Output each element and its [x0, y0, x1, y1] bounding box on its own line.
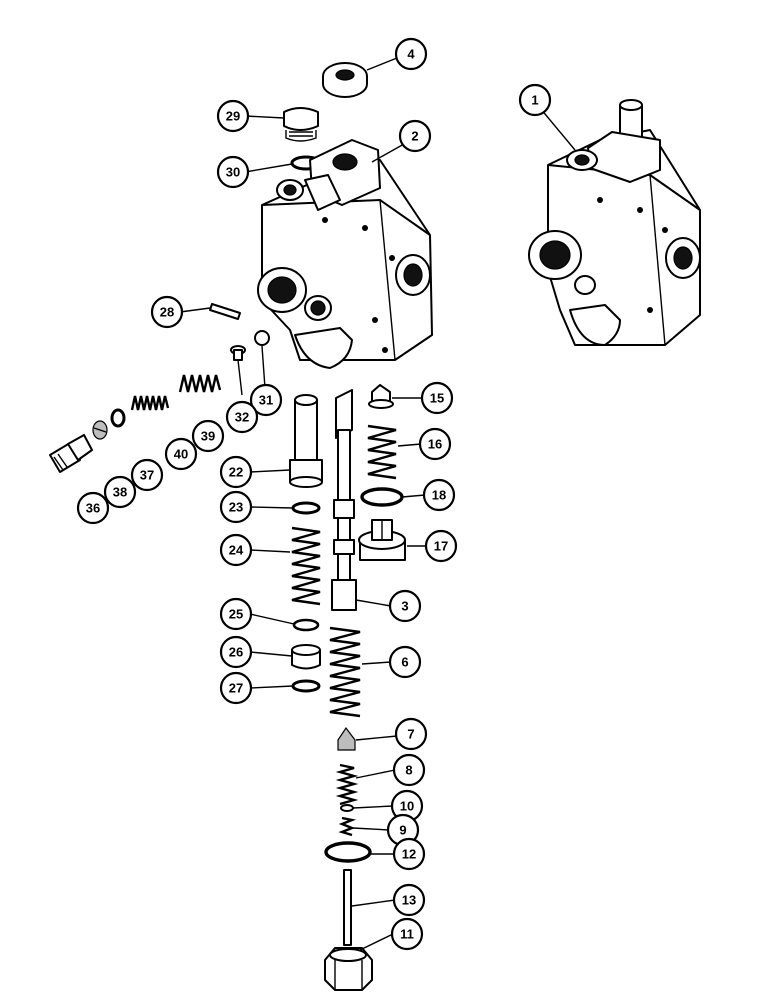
- part-spring-39: [178, 374, 222, 393]
- part-valve-body: [257, 139, 433, 369]
- callout-8: 8: [392, 753, 426, 787]
- part-poppet-15: [368, 384, 394, 409]
- part-insert: [92, 420, 108, 440]
- part-ring-25: [292, 618, 320, 632]
- callout-4: 4: [394, 37, 428, 71]
- callout-label: 26: [229, 645, 243, 660]
- part-ring-27: [291, 679, 321, 693]
- part-rod: [343, 869, 352, 946]
- callout-22: 22: [219, 455, 253, 489]
- part-pin: [209, 303, 241, 320]
- part-ball: [254, 330, 270, 346]
- callout-label: 9: [399, 823, 406, 838]
- part-spool: [331, 389, 357, 611]
- callout-label: 24: [229, 543, 244, 558]
- callout-label: 30: [226, 165, 240, 180]
- callout-24: 24: [219, 533, 253, 567]
- callout-label: 27: [229, 681, 243, 696]
- callout-30: 30: [216, 155, 250, 189]
- callout-12: 12: [392, 837, 426, 871]
- callout-28: 28: [150, 295, 184, 329]
- callout-2: 2: [398, 119, 432, 153]
- part-valve-assembly: [528, 99, 701, 346]
- callout-label: 7: [407, 727, 414, 742]
- callout-13: 13: [392, 883, 426, 917]
- callout-label: 4: [407, 47, 415, 62]
- callout-label: 36: [86, 501, 100, 516]
- callout-label: 8: [405, 763, 412, 778]
- callout-label: 31: [259, 393, 273, 408]
- callout-label: 39: [201, 429, 215, 444]
- callout-label: 22: [229, 465, 243, 480]
- callout-label: 1: [531, 93, 538, 108]
- callout-label: 25: [229, 607, 243, 622]
- part-screw: [230, 345, 246, 361]
- callout-label: 13: [402, 893, 416, 908]
- callout-label: 16: [428, 437, 442, 452]
- part-spring-8: [335, 763, 359, 806]
- callout-11: 11: [390, 917, 424, 951]
- part-spring-6: [329, 626, 361, 718]
- callout-label: 15: [430, 391, 444, 406]
- part-cap-nut: [322, 62, 368, 98]
- part-plunger: [289, 394, 323, 488]
- callout-29: 29: [216, 99, 250, 133]
- callout-label: 18: [432, 488, 446, 503]
- callout-36: 36: [76, 491, 110, 525]
- callout-label: 38: [113, 485, 127, 500]
- callout-27: 27: [219, 671, 253, 705]
- callout-label: 23: [229, 500, 243, 515]
- callout-label: 2: [411, 129, 418, 144]
- callout-label: 6: [401, 655, 408, 670]
- part-washer-23: [291, 501, 321, 515]
- callout-40: 40: [164, 437, 198, 471]
- callout-6: 6: [388, 645, 422, 679]
- callout-label: 40: [174, 447, 188, 462]
- callout-23: 23: [219, 490, 253, 524]
- part-fitting: [49, 434, 93, 473]
- part-spring-16: [367, 424, 397, 480]
- callout-38: 38: [103, 475, 137, 509]
- callout-label: 3: [401, 599, 408, 614]
- callout-label: 17: [434, 539, 448, 554]
- callout-31: 31: [249, 383, 283, 417]
- callout-label: 29: [226, 109, 240, 124]
- part-spring-9: [338, 816, 357, 837]
- callout-25: 25: [219, 597, 253, 631]
- callout-39: 39: [191, 419, 225, 453]
- callout-37: 37: [130, 458, 164, 492]
- callout-32: 32: [225, 400, 259, 434]
- callout-3: 3: [388, 589, 422, 623]
- callout-7: 7: [394, 717, 428, 751]
- callout-label: 11: [400, 927, 414, 942]
- callout-10: 10: [390, 789, 424, 823]
- part-tip: [337, 726, 356, 751]
- part-o-ring-12: [324, 841, 372, 863]
- callout-17: 17: [424, 529, 458, 563]
- part-seat: [358, 519, 406, 561]
- callout-label: 37: [140, 468, 154, 483]
- part-plug: [283, 107, 319, 142]
- callout-16: 16: [418, 427, 452, 461]
- part-o-ring-18: [360, 487, 404, 507]
- callout-26: 26: [219, 635, 253, 669]
- part-spring-24: [291, 526, 321, 606]
- callout-label: 28: [160, 305, 174, 320]
- callout-label: 12: [402, 847, 416, 862]
- part-ring-37: [110, 408, 126, 428]
- part-plug-nut: [324, 947, 373, 991]
- part-cup: [291, 644, 321, 670]
- part-washer-10: [340, 804, 354, 812]
- callout-15: 15: [420, 381, 454, 415]
- callout-label: 32: [235, 410, 249, 425]
- callout-1: 1: [518, 83, 552, 117]
- callout-18: 18: [422, 478, 456, 512]
- callout-label: 10: [400, 799, 414, 814]
- part-spring-40: [130, 395, 170, 411]
